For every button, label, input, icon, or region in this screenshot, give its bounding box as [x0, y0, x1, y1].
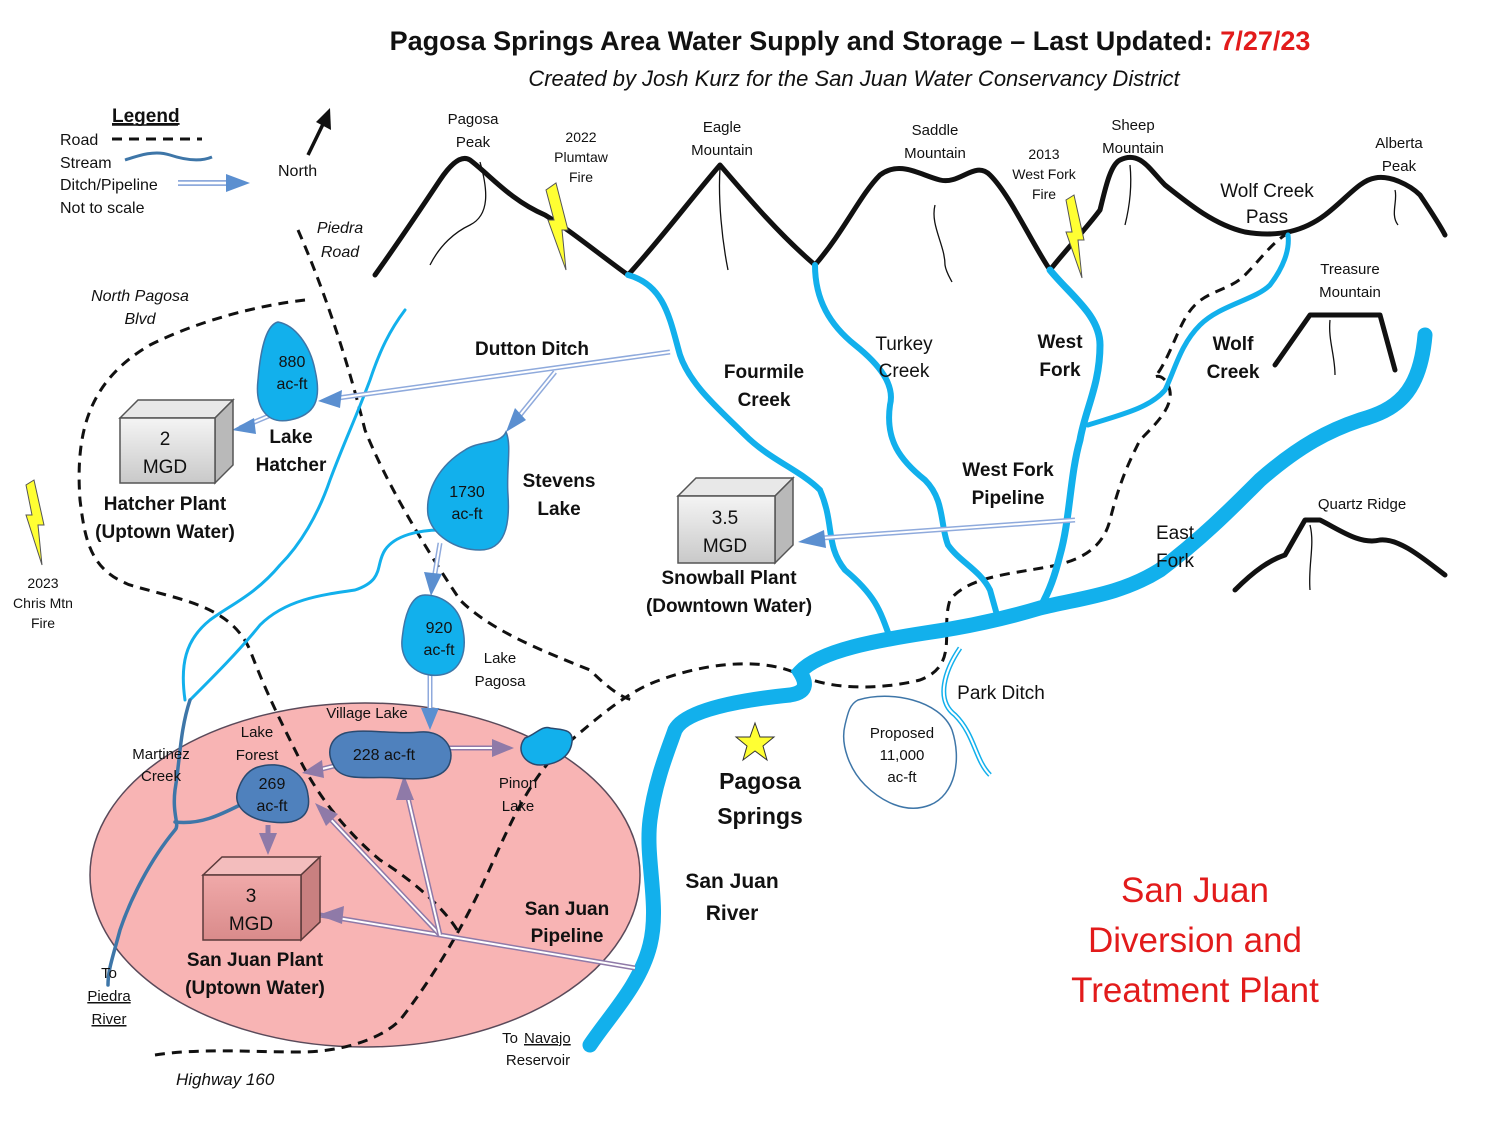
star-icon	[734, 721, 776, 762]
legend-stream: Stream	[60, 155, 112, 172]
park-ditch	[941, 646, 992, 777]
title-text: Pagosa Springs Area Water Supply and Sto…	[389, 26, 1213, 56]
lake-forest-shape	[236, 764, 310, 824]
north-arrow-icon	[306, 108, 331, 156]
streams-main	[625, 232, 1291, 641]
diversion-title-line-2: Diversion and	[1088, 921, 1302, 960]
proposed-reservoir-shape	[843, 695, 958, 809]
quartz-ridge-label: Quartz Ridge	[1318, 496, 1406, 513]
village-lake-name: Village Lake	[326, 705, 407, 722]
diversion-title-line-1: San Juan	[1121, 871, 1269, 910]
fourmile-creek	[625, 272, 893, 641]
pinon-lake-shape	[520, 726, 573, 766]
title-date: 7/27/23	[1220, 26, 1311, 56]
highway-160-label: Highway 160	[176, 1070, 275, 1089]
to-navajo-name: Navajo	[524, 1030, 571, 1047]
martinez-creek	[106, 698, 192, 987]
hatcher-plant-name: Hatcher Plant(Uptown Water)	[95, 494, 235, 543]
diversion-plant-title: San Juan Diversion and Treatment Plant	[1045, 866, 1345, 1016]
ditch-arrowheads	[232, 390, 826, 730]
streams-thin	[106, 308, 442, 987]
legend-scale: Not to scale	[60, 200, 145, 217]
stevens-outlet-stream	[181, 308, 407, 702]
legend-road: Road	[60, 132, 98, 149]
village-lake-shape	[329, 730, 452, 780]
highway-160	[154, 233, 1286, 1057]
park-ditch-label: Park Ditch	[957, 683, 1045, 704]
turkey-creek	[812, 262, 1000, 618]
map-subtitle: Created by Josh Kurz for the San Juan Wa…	[528, 66, 1180, 91]
lake-pagosa-shape	[401, 594, 465, 677]
lightning-bolt-icon	[25, 182, 1085, 566]
legend-ditch: Ditch/Pipeline	[60, 177, 158, 194]
mountain-range	[372, 154, 1448, 593]
pipeline-arrowheads	[259, 739, 514, 924]
hatcher-plant-box	[118, 398, 235, 485]
diversion-title-line-3: Treatment Plant	[1071, 971, 1319, 1010]
stevens-side-stream	[188, 528, 442, 702]
snowball-plant-box	[676, 476, 795, 565]
map-title: Pagosa Springs Area Water Supply and Sto…	[0, 26, 1500, 57]
legend-stream-line	[124, 151, 213, 162]
ditches-blue	[239, 349, 1076, 777]
dutton-ditch-label: Dutton Ditch	[475, 339, 589, 360]
dutton-ditch	[239, 349, 671, 720]
north-pagosa-blvd	[77, 298, 462, 936]
legend-heading: Legend	[112, 106, 180, 127]
san-juan-river	[582, 327, 1433, 1053]
stevens-lake-shape	[426, 430, 510, 551]
snowball-plant-name: Snowball Plant(Downtown Water)	[646, 568, 812, 617]
lake-hatcher-shape	[256, 321, 319, 422]
legend-ditch-line	[178, 174, 250, 192]
west-fork	[1036, 266, 1104, 612]
martinez-to-forest	[173, 803, 242, 825]
san-juan-plant-name: San Juan Plant(Uptown Water)	[185, 950, 325, 999]
legend-north: North	[278, 163, 317, 180]
wolf-creek	[1085, 232, 1291, 428]
west-fork-pipeline	[821, 517, 1076, 541]
village-lake-capacity: 228 ac-ft	[353, 747, 416, 764]
san-juan-diversion-zone	[89, 702, 641, 1048]
mountain-gullies	[429, 161, 1399, 591]
san-juan-plant-box	[201, 855, 322, 942]
